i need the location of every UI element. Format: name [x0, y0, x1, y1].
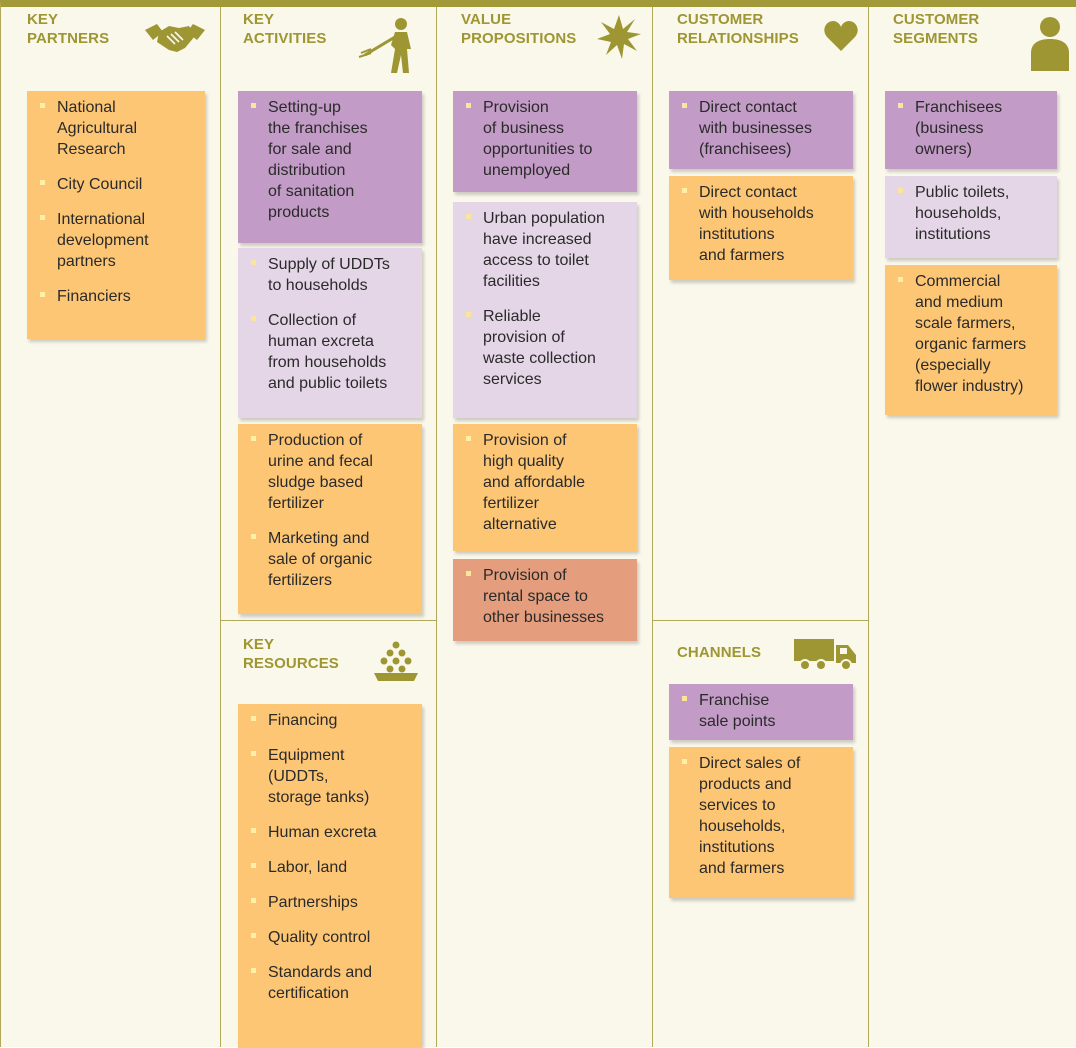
bullet-marker — [251, 933, 256, 938]
value-propositions-note-purple: Provision of business opportunities to u… — [453, 91, 637, 192]
list-item: Provision of business opportunities to u… — [466, 97, 631, 181]
bullet-marker — [682, 103, 687, 108]
customer-segments-title: CUSTOMER SEGMENTS — [893, 11, 980, 47]
list-item: Production of urine and fecal sludge bas… — [251, 430, 416, 514]
value-propositions-note-lilac: Urban population have increased access t… — [453, 202, 637, 418]
channels-title: CHANNELS — [677, 644, 762, 661]
channels-note-orange: Direct sales of products and services to… — [669, 747, 853, 898]
bullet-marker — [898, 277, 903, 282]
divider — [220, 620, 436, 621]
bullet-marker — [466, 103, 471, 108]
bullet-marker — [251, 968, 256, 973]
bullet-marker — [682, 696, 687, 701]
bullet-marker — [40, 215, 45, 220]
resources-pile-icon — [374, 641, 418, 681]
bullet-marker — [251, 534, 256, 539]
key-activities-title: KEY ACTIVITIES — [243, 11, 327, 47]
list-item: Setting-up the franchises for sale and d… — [251, 97, 416, 223]
customer-relationships-note-purple: Direct contact with businesses (franchis… — [669, 91, 853, 169]
key-resources-title: KEY RESOURCES — [243, 636, 339, 672]
bullet-marker — [251, 898, 256, 903]
key-activities-note-orange: Production of urine and fecal sludge bas… — [238, 424, 422, 614]
bullet-marker — [898, 188, 903, 193]
bullet-marker — [40, 103, 45, 108]
bullet-marker — [466, 214, 471, 219]
customer-segments-note-orange: Commercial and medium scale farmers, org… — [885, 265, 1057, 415]
bullet-marker — [251, 260, 256, 265]
value-propositions-note-orange: Provision of high quality and affordable… — [453, 424, 637, 551]
list-item: Franchise sale points — [682, 690, 847, 732]
divider — [652, 620, 868, 621]
heart-icon — [824, 21, 858, 51]
worker-icon — [358, 18, 411, 73]
list-item: Direct contact with households instituti… — [682, 182, 847, 266]
value-propositions-note-salmon: Provision of rental space to other busin… — [453, 559, 637, 641]
list-item: Supply of UDDTs to households — [251, 254, 416, 296]
bullet-marker — [40, 180, 45, 185]
truck-icon — [794, 639, 856, 671]
bullet-marker — [40, 292, 45, 297]
value-propositions-title: VALUE PROPOSITIONS — [461, 11, 577, 47]
list-item: City Council — [40, 174, 199, 195]
handshake-icon — [145, 24, 205, 52]
list-item: National Agricultural Research — [40, 97, 199, 160]
bullet-marker — [251, 436, 256, 441]
bullet-marker — [682, 759, 687, 764]
list-item: Collection of human excreta from househo… — [251, 310, 416, 394]
list-item: Direct sales of products and services to… — [682, 753, 847, 879]
bullet-marker — [251, 103, 256, 108]
list-item: Equipment (UDDTs, storage tanks) — [251, 745, 416, 808]
person-icon — [1031, 17, 1069, 71]
channels-note-purple: Franchise sale points — [669, 684, 853, 740]
list-item: Quality control — [251, 927, 416, 948]
list-item: Urban population have increased access t… — [466, 208, 631, 292]
list-item: Franchisees (business owners) — [898, 97, 1051, 160]
key-partners-title: KEY PARTNERS — [27, 11, 110, 47]
list-item: Reliable provision of waste collection s… — [466, 306, 631, 390]
key-resources-note: Financing Equipment (UDDTs, storage tank… — [238, 704, 422, 1048]
list-item: Public toilets, households, institutions — [898, 182, 1051, 245]
key-activities-note-lilac: Supply of UDDTs to households Collection… — [238, 248, 422, 418]
key-partners-note: National Agricultural Research City Coun… — [27, 91, 205, 339]
list-item: Financing — [251, 710, 416, 731]
divider — [652, 7, 653, 1047]
customer-relationships-note-orange: Direct contact with households instituti… — [669, 176, 853, 280]
bullet-marker — [251, 828, 256, 833]
list-item: Marketing and sale of organic fertilizer… — [251, 528, 416, 591]
bullet-marker — [466, 436, 471, 441]
list-item: Provision of rental space to other busin… — [466, 565, 631, 628]
bullet-marker — [251, 316, 256, 321]
list-item: International development partners — [40, 209, 199, 272]
list-item: Financiers — [40, 286, 199, 307]
bullet-marker — [466, 571, 471, 576]
bullet-marker — [251, 716, 256, 721]
bullet-marker — [251, 751, 256, 756]
bullet-marker — [466, 312, 471, 317]
divider — [220, 7, 221, 1047]
list-item: Direct contact with businesses (franchis… — [682, 97, 847, 160]
divider — [868, 7, 869, 1047]
list-item: Partnerships — [251, 892, 416, 913]
list-item: Standards and certification — [251, 962, 416, 1004]
list-item: Human excreta — [251, 822, 416, 843]
list-item: Labor, land — [251, 857, 416, 878]
starburst-icon — [597, 15, 641, 59]
list-item: Provision of high quality and affordable… — [466, 430, 631, 535]
list-item: Commercial and medium scale farmers, org… — [898, 271, 1051, 397]
bullet-marker — [898, 103, 903, 108]
customer-segments-note-purple: Franchisees (business owners) — [885, 91, 1057, 169]
bullet-marker — [682, 188, 687, 193]
bullet-marker — [251, 863, 256, 868]
key-activities-note-purple: Setting-up the franchises for sale and d… — [238, 91, 422, 243]
divider — [436, 7, 437, 1047]
customer-relationships-title: CUSTOMER RELATIONSHIPS — [677, 11, 799, 47]
customer-segments-note-lilac: Public toilets, households, institutions — [885, 176, 1057, 258]
